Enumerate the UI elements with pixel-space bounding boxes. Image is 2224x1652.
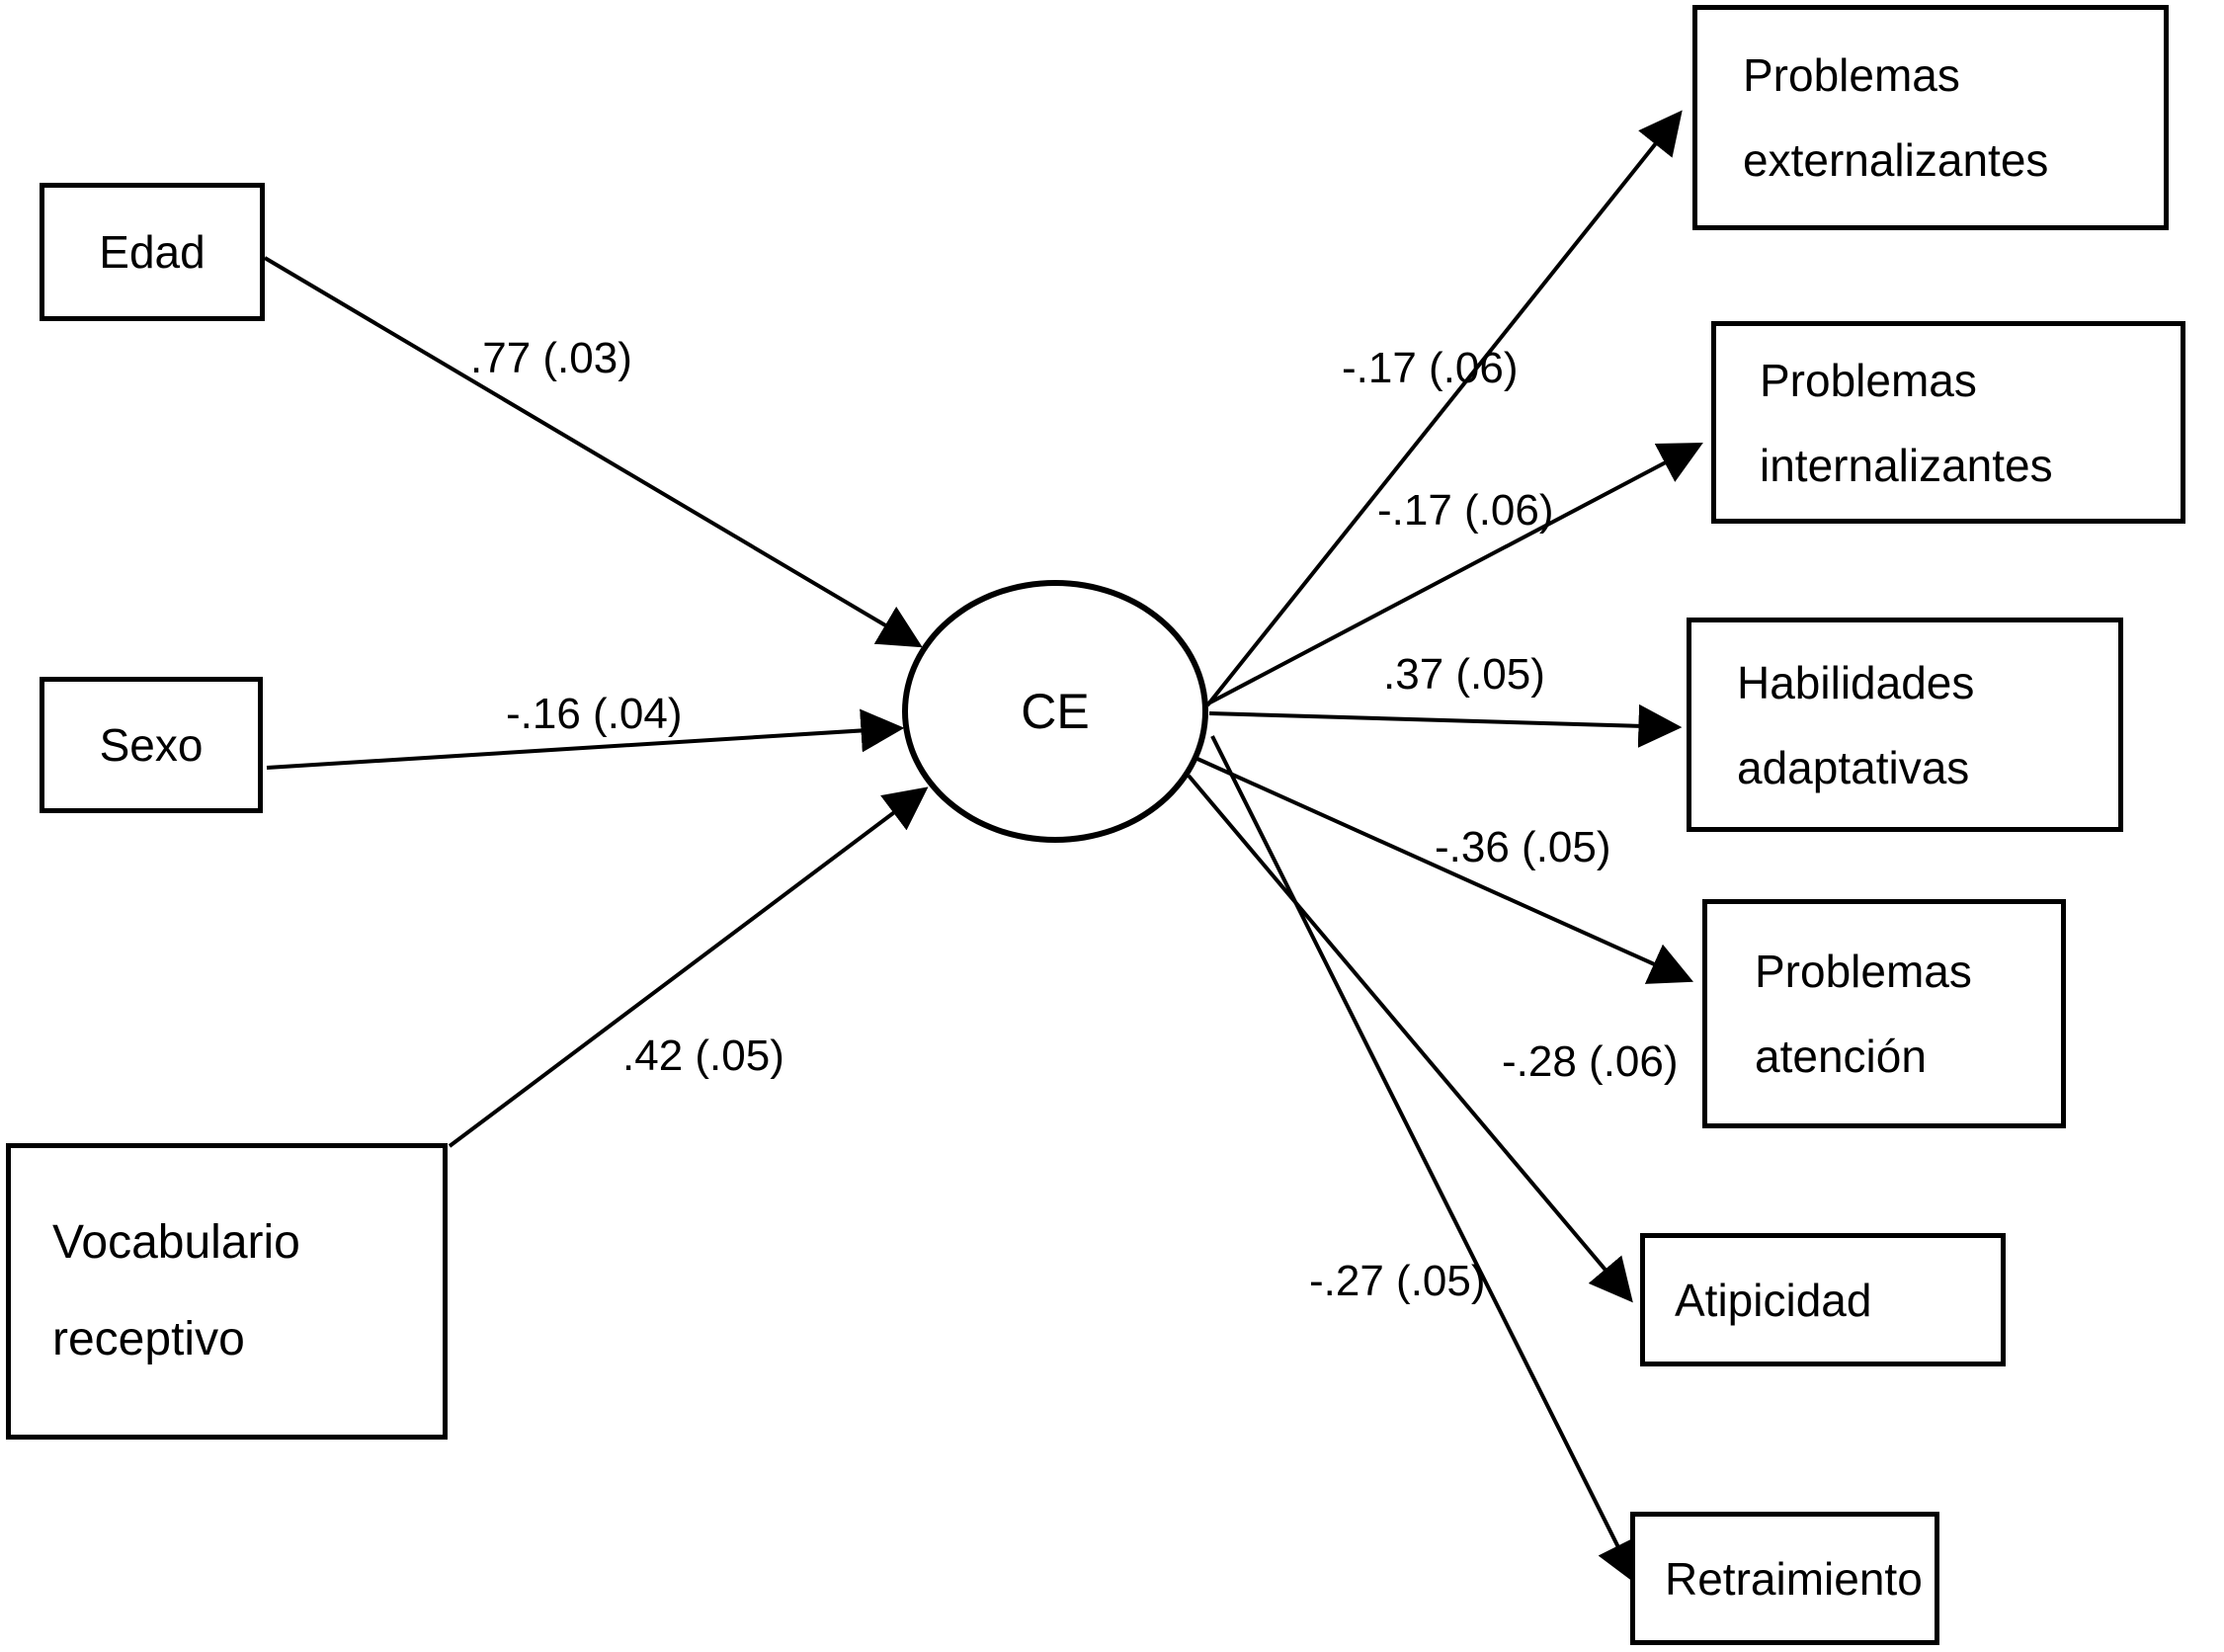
coefficient-ce-retraimiento: -.27 (.05) [1309,1257,1486,1305]
arrow-edad-to-ce [263,256,923,648]
latent-ce-ellipse: CE [902,580,1208,843]
box-atipicidad: Atipicidad [1640,1233,2006,1366]
arrow-ce-to-retraimiento [1210,735,1637,1585]
arrow-sexo-to-ce [266,708,905,770]
coefficient-ce-atencion: -.36 (.05) [1435,823,1611,871]
coefficient-edad-ce: .77 (.03) [470,334,632,382]
box-edad-label: Edad [99,226,206,278]
box-vocabulario-label-line1: Vocabulario [52,1216,300,1269]
coefficient-ce-atipicidad: -.28 (.06) [1502,1037,1679,1086]
box-vocabulario-label-line2: receptivo [52,1313,245,1365]
coefficient-ce-habilidades: .37 (.05) [1383,650,1545,699]
box-externalizantes-line2: externalizantes [1743,134,2049,186]
box-atipicidad-label: Atipicidad [1675,1274,1872,1326]
arrow-ce-to-internalizantes [1207,442,1703,705]
box-problemas-atencion: Problemas atención [1702,899,2066,1128]
box-internalizantes-line1: Problemas [1760,354,1977,406]
arrow-ce-to-externalizantes [1205,110,1683,707]
box-atencion-line1: Problemas [1755,946,1972,997]
box-habilidades-line2: adaptativas [1737,741,1970,793]
box-habilidades-line1: Habilidades [1737,656,1975,708]
box-problemas-internalizantes: Problemas internalizantes [1711,321,2185,524]
arrow-vocabulario-to-ce [448,786,929,1148]
box-retraimiento-label: Retraimiento [1665,1552,1923,1605]
coefficient-ce-internalizantes: -.17 (.06) [1377,486,1554,535]
box-sexo: Sexo [40,677,263,813]
box-retraimiento: Retraimiento [1630,1512,1939,1645]
arrow-ce-to-habilidades [1208,703,1683,748]
box-edad: Edad [40,183,265,321]
latent-ce-label: CE [1021,684,1090,739]
box-sexo-label: Sexo [99,719,204,771]
coefficient-vocabulario-ce: .42 (.05) [622,1032,784,1080]
box-internalizantes-line2: internalizantes [1760,439,2053,491]
arrow-ce-to-atencion [1196,757,1694,984]
box-atencion-line2: atención [1755,1031,1927,1082]
box-habilidades-adaptativas: Habilidades adaptativas [1687,618,2123,832]
coefficient-ce-externalizantes: -.17 (.06) [1342,344,1519,392]
box-problemas-externalizantes: Problemas externalizantes [1692,5,2169,230]
arrow-ce-to-atipicidad [1187,774,1633,1303]
box-vocabulario-receptivo: Vocabulario receptivo [6,1143,448,1440]
box-externalizantes-line1: Problemas [1743,49,1960,101]
coefficient-sexo-ce: -.16 (.04) [506,690,683,738]
